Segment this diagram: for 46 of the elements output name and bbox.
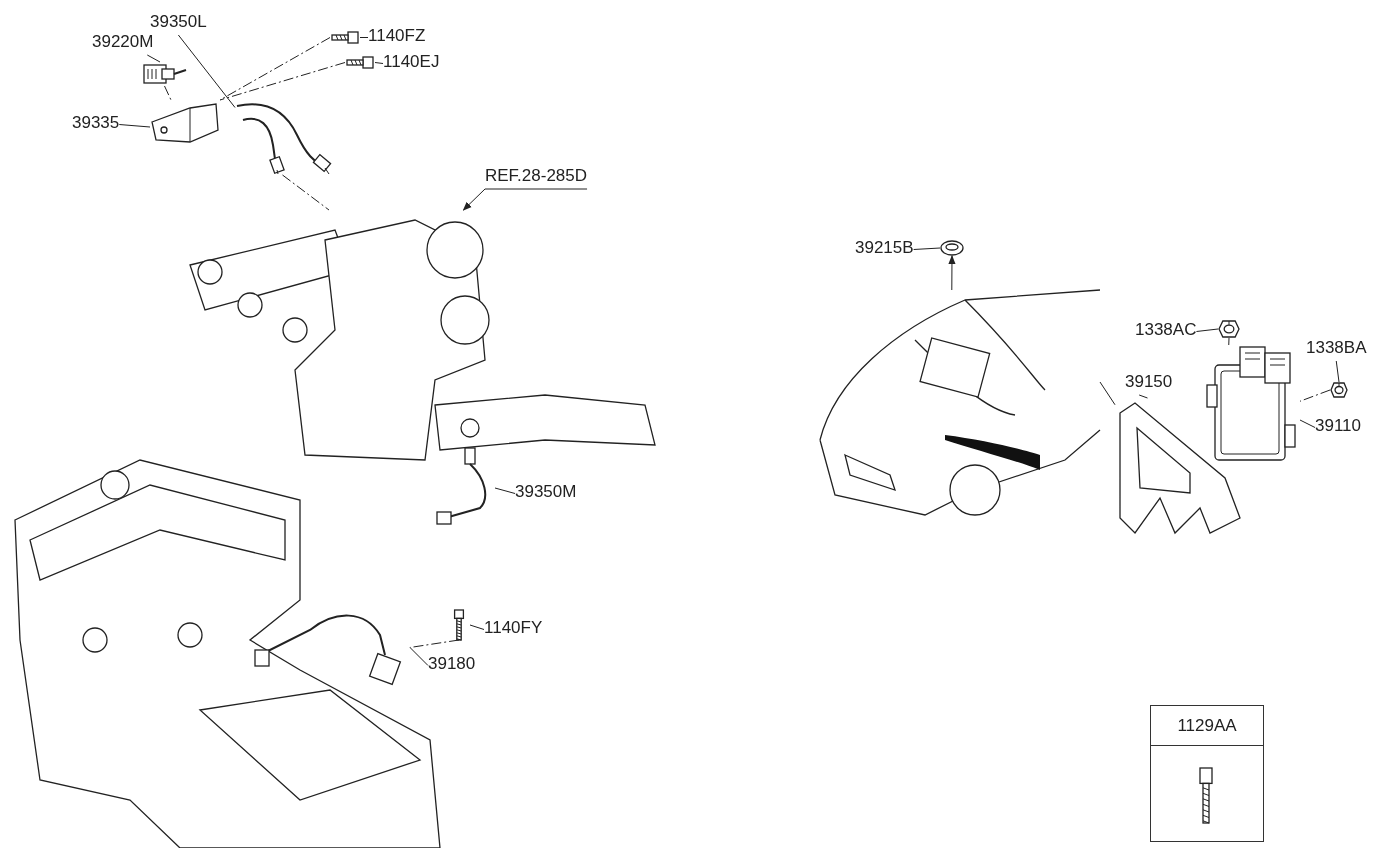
callout-number: 39110 [1315, 416, 1361, 439]
callout-number: REF.28-285D [485, 166, 588, 189]
callout-number: 1140EJ [383, 52, 440, 75]
leader-line [1299, 419, 1316, 428]
callout-number: 1140FZ [368, 26, 426, 49]
nut-drawing [1218, 320, 1240, 338]
callout-number: 39215B [855, 238, 914, 261]
callout-number: 39220M [92, 32, 154, 55]
nut-drawing [1330, 382, 1348, 398]
leader-line [1099, 381, 1116, 406]
assembly-line [164, 85, 172, 101]
callout-number: 1140FY [484, 618, 543, 641]
callout-number: 39180 [428, 654, 476, 677]
leader-line [1335, 360, 1340, 383]
leader-line [374, 62, 384, 64]
leader-line [359, 37, 369, 38]
leader-line [1195, 328, 1219, 332]
callout-number: 39350L [150, 12, 207, 35]
callout-number: 39150 [1125, 372, 1173, 395]
leader-line [118, 124, 151, 128]
bolt-drawing [345, 55, 375, 70]
leader-line [913, 247, 941, 250]
leader-line [1138, 394, 1148, 399]
bracket-drawing [150, 100, 220, 145]
leader-line [494, 487, 516, 494]
arrow [462, 188, 588, 211]
part-box [1150, 705, 1264, 842]
assembly-line [1299, 389, 1331, 402]
part-number: 1129AA [1151, 706, 1263, 746]
callout-number: 1338AC [1135, 320, 1197, 343]
assembly-line [409, 639, 460, 648]
assembly-line [1228, 337, 1230, 346]
callout-number: 39335 [72, 113, 120, 136]
arrow [948, 255, 956, 291]
leader-line [409, 647, 429, 666]
leader-line [146, 54, 161, 63]
leader-line [469, 624, 485, 630]
callout-number: 39350M [515, 482, 577, 505]
grommet-drawing [940, 240, 964, 256]
connector-drawing [142, 62, 187, 86]
assembly-line [282, 174, 330, 211]
assembly-line [219, 62, 346, 101]
callout-number: 1338BA [1306, 338, 1367, 361]
bolt-drawing [330, 30, 360, 45]
oxygen-sensor-drawing [235, 100, 330, 175]
leader-line [177, 34, 236, 108]
